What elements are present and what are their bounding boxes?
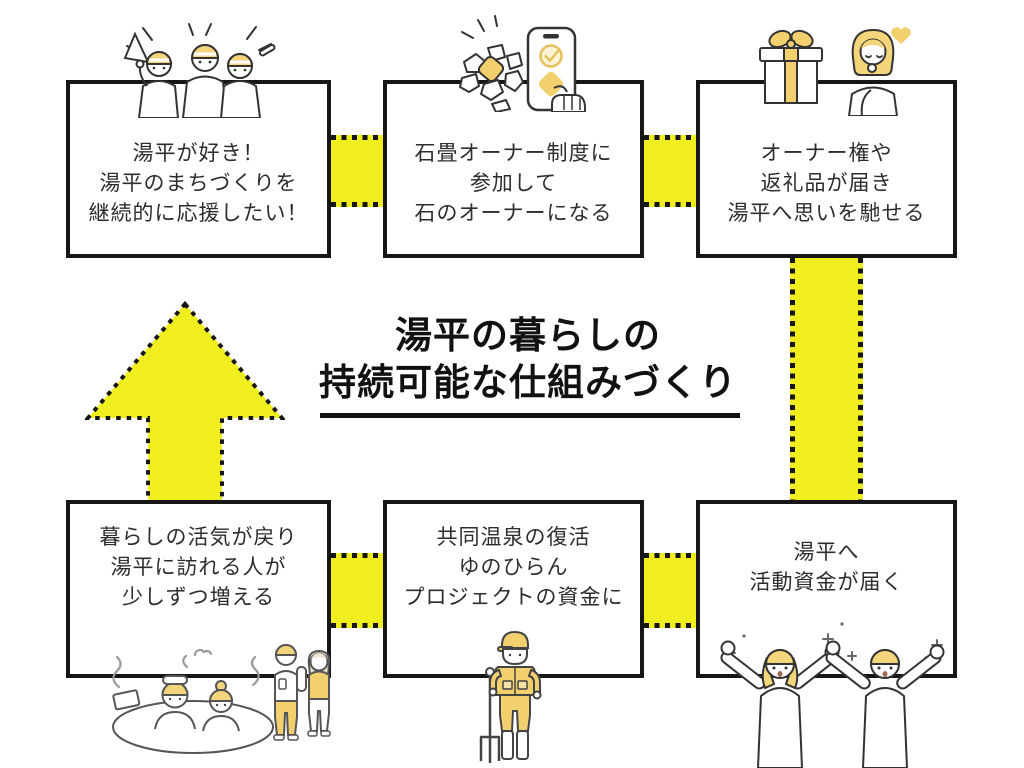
up-arrow-revitalized-to-motivation — [85, 300, 285, 504]
text-line: オーナー権や — [760, 142, 893, 165]
box-funds-text: 湯平へ 活動資金が届く — [750, 538, 904, 640]
text-line: 参加して — [469, 172, 558, 195]
flow-connector-motivation-to-join — [331, 135, 383, 207]
worker-pitchfork-icon — [479, 630, 542, 763]
text-line: 湯平が好き！ — [132, 142, 265, 165]
dotted-edge — [644, 135, 696, 140]
dotted-edge — [331, 135, 383, 140]
text-line: 少しずつ増える — [122, 586, 275, 609]
dotted-edge — [331, 553, 383, 558]
text-line: 石畳オーナー制度に — [414, 142, 613, 165]
title-line-2: 持続可能な仕組みづくり — [319, 362, 737, 403]
text-line: 石のオーナーになる — [414, 202, 613, 225]
text-line: 湯平に訪れる人が — [110, 556, 287, 579]
text-line: 暮らしの活気が戻り — [99, 526, 298, 549]
cheering-supporters-icon — [123, 23, 276, 118]
box-join-text: 石畳オーナー制度に 参加して 石のオーナーになる — [415, 109, 613, 229]
dotted-edge — [331, 623, 383, 628]
celebrating-people-icon — [720, 622, 945, 768]
text-line: 湯平のまちづくりを — [99, 172, 298, 195]
dotted-edge — [858, 258, 863, 502]
dotted-edge — [644, 553, 696, 558]
gift-thinking-woman-icon — [759, 27, 911, 116]
text-line: プロジェクトの資金に — [403, 586, 624, 609]
dotted-edge — [790, 258, 795, 502]
box-motivation-text: 湯平が好き！ 湯平のまちづくりを 継続的に応援したい！ — [89, 109, 309, 229]
text-line: 湯平へ思いを馳せる — [727, 202, 926, 225]
box-project-text: 共同温泉の復活 ゆのひらん プロジェクトの資金に — [404, 523, 624, 655]
text-line: 共同温泉の復活 — [436, 526, 591, 549]
page-title: 湯平の暮らしの 持続可能な仕組みづくり — [280, 312, 776, 406]
box-returns-text: オーナー権や 返礼品が届き 湯平へ思いを馳せる — [728, 109, 926, 229]
dotted-edge — [644, 623, 696, 628]
text-line: 活動資金が届く — [749, 571, 904, 594]
box-revitalized-text: 暮らしの活気が戻り 湯平に訪れる人が 少しずつ増える — [100, 523, 298, 655]
title-line-1: 湯平の暮らしの — [395, 315, 661, 356]
flow-connector-project-to-revitalized — [331, 553, 383, 628]
box-motivation: 湯平が好き！ 湯平のまちづくりを 継続的に応援したい！ — [66, 80, 331, 258]
flow-connector-returns-to-funds — [790, 258, 863, 502]
onsen-bathers-icon — [112, 644, 331, 754]
text-line: 返礼品が届き — [760, 172, 893, 195]
flow-connector-funds-to-project — [644, 553, 696, 628]
text-line: 湯平へ — [793, 541, 860, 564]
smartphone-stone-icon — [459, 15, 586, 112]
title-underline — [320, 413, 740, 418]
box-join-program: 石畳オーナー制度に 参加して 石のオーナーになる — [383, 80, 644, 258]
box-receive-returns: オーナー権や 返礼品が届き 湯平へ思いを馳せる — [696, 80, 957, 258]
dotted-edge — [644, 202, 696, 207]
text-line: 継続的に応援したい！ — [88, 202, 309, 225]
dotted-edge — [331, 202, 383, 207]
flow-connector-join-to-returns — [644, 135, 696, 207]
text-line: ゆのひらん — [458, 556, 569, 579]
